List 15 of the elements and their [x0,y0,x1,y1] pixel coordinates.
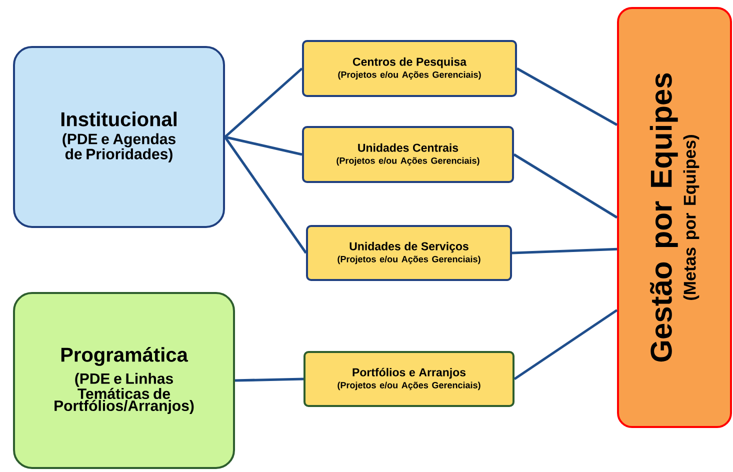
connector-line [513,153,618,219]
category-box: Institucional (PDE e Agendas de Prioridades) [13,46,225,228]
connector-line [512,248,618,254]
connector-line [224,136,302,156]
process-box: Unidades de Serviços (Projetos e/ou Ações Gerenciais) [306,225,512,281]
result-box: Gestão por Equipes (Metas por Equipes) [617,7,732,428]
process-box: Centros de Pesquisa (Projetos e/ou Ações Gerenciais) [302,40,517,97]
connector-line [516,67,618,126]
category-box: Programática (PDE e Linhas Temáticas de Portfólios/Arranjos) [13,292,235,469]
connector-line [224,136,308,254]
process-box: Unidades Centrais (Projetos e/ou Ações Gerenciais) [302,126,514,183]
process-box: Portfólios e Arranjos (Projetos e/ou Ações Gerenciais) [304,351,514,407]
connector-line [234,378,304,382]
connector-line [224,68,303,138]
connector-line [514,309,618,380]
